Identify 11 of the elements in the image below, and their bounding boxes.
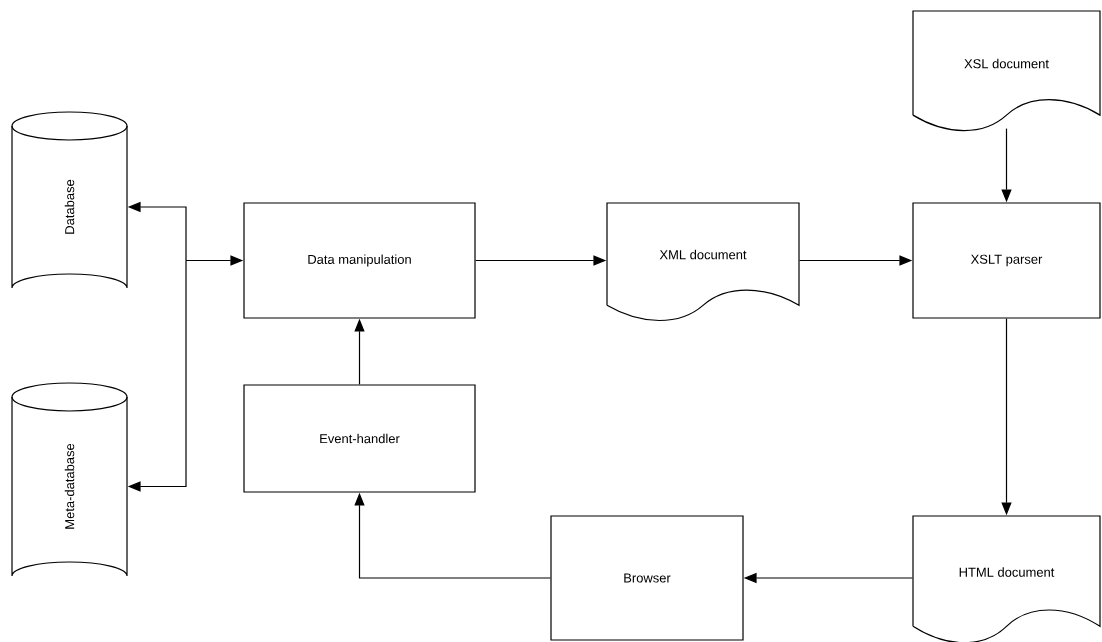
database-cylinder: Database [11,111,128,289]
process-box: XSLT parser [912,202,1101,319]
process-box: Event-handler [243,384,476,493]
database-cylinder: Meta-database [11,382,128,577]
document-shape: HTML document [912,515,1101,642]
process-box: Data manipulation [243,202,476,319]
process-box: Browser [550,515,744,641]
node-label: Meta-database [64,443,75,529]
document-shape: XML document [606,202,800,322]
node-label: Database [64,179,75,234]
document-shape: XSL document [912,10,1101,132]
